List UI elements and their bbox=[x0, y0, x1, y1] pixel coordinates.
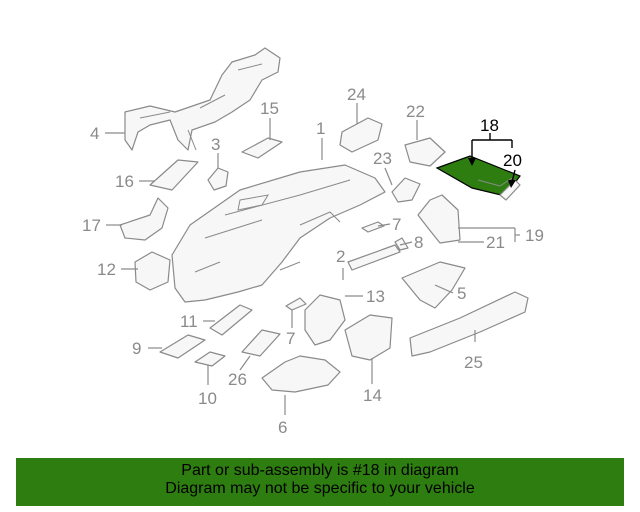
part-19 bbox=[417, 194, 461, 244]
callout-26: 26 bbox=[228, 370, 247, 389]
part-8 bbox=[394, 237, 409, 251]
callout-15: 15 bbox=[260, 99, 279, 118]
part-5 bbox=[401, 261, 466, 309]
callout-7a: 7 bbox=[392, 215, 401, 234]
callout-22: 22 bbox=[406, 102, 425, 121]
callout-14: 14 bbox=[363, 386, 382, 405]
callout-20: 20 bbox=[503, 151, 522, 170]
callout-10: 10 bbox=[198, 389, 217, 408]
callout-24: 24 bbox=[347, 85, 366, 104]
info-banner: Part or sub-assembly is #18 in diagram D… bbox=[16, 458, 624, 506]
part-16 bbox=[149, 159, 199, 191]
part-7-upper bbox=[361, 221, 385, 233]
part-25 bbox=[409, 291, 529, 357]
part-23 bbox=[391, 177, 421, 203]
part-9 bbox=[159, 334, 206, 359]
part-7-lower bbox=[285, 297, 307, 311]
callout-19: 19 bbox=[525, 226, 544, 245]
part-6 bbox=[261, 355, 341, 393]
callout-9: 9 bbox=[132, 339, 141, 358]
callout-18: 18 bbox=[480, 116, 499, 135]
callout-4: 4 bbox=[90, 124, 99, 143]
callout-12: 12 bbox=[97, 260, 116, 279]
part-11 bbox=[209, 304, 253, 336]
part-13 bbox=[304, 294, 346, 346]
part-4-support-beam bbox=[124, 47, 281, 151]
callout-5: 5 bbox=[457, 284, 466, 303]
banner-line-1: Part or sub-assembly is #18 in diagram bbox=[181, 462, 459, 479]
part-2 bbox=[347, 244, 401, 271]
callout-8: 8 bbox=[414, 233, 423, 252]
callout-16: 16 bbox=[115, 172, 134, 191]
callout-13: 13 bbox=[366, 287, 385, 306]
callout-7b: 7 bbox=[286, 329, 295, 348]
highlight-leaders bbox=[468, 133, 516, 188]
part-24 bbox=[339, 117, 383, 153]
part-17 bbox=[119, 197, 169, 241]
banner-line-2: Diagram may not be specific to your vehi… bbox=[165, 480, 475, 497]
part-22 bbox=[404, 137, 446, 167]
callout-11: 11 bbox=[180, 312, 198, 331]
callout-17: 17 bbox=[82, 216, 101, 235]
part-26 bbox=[241, 329, 281, 357]
part-12 bbox=[134, 251, 171, 291]
callout-3: 3 bbox=[211, 135, 220, 154]
leader-lines bbox=[105, 103, 520, 415]
part-10 bbox=[194, 351, 226, 367]
part-14 bbox=[344, 314, 393, 361]
callout-21: 21 bbox=[486, 233, 505, 252]
callout-25: 25 bbox=[464, 353, 483, 372]
part-1-instrument-panel bbox=[171, 164, 386, 303]
callout-labels: 1 2 3 4 5 6 7 7 8 9 10 11 12 13 14 15 16… bbox=[82, 85, 544, 437]
callout-1: 1 bbox=[316, 119, 325, 138]
callout-2: 2 bbox=[336, 247, 345, 266]
part-3 bbox=[207, 167, 229, 191]
part-15 bbox=[241, 137, 283, 159]
callout-6: 6 bbox=[278, 418, 287, 437]
callout-23: 23 bbox=[373, 149, 392, 168]
parts-diagram: 1 2 3 4 5 6 7 7 8 9 10 11 12 13 14 15 16… bbox=[82, 47, 544, 437]
